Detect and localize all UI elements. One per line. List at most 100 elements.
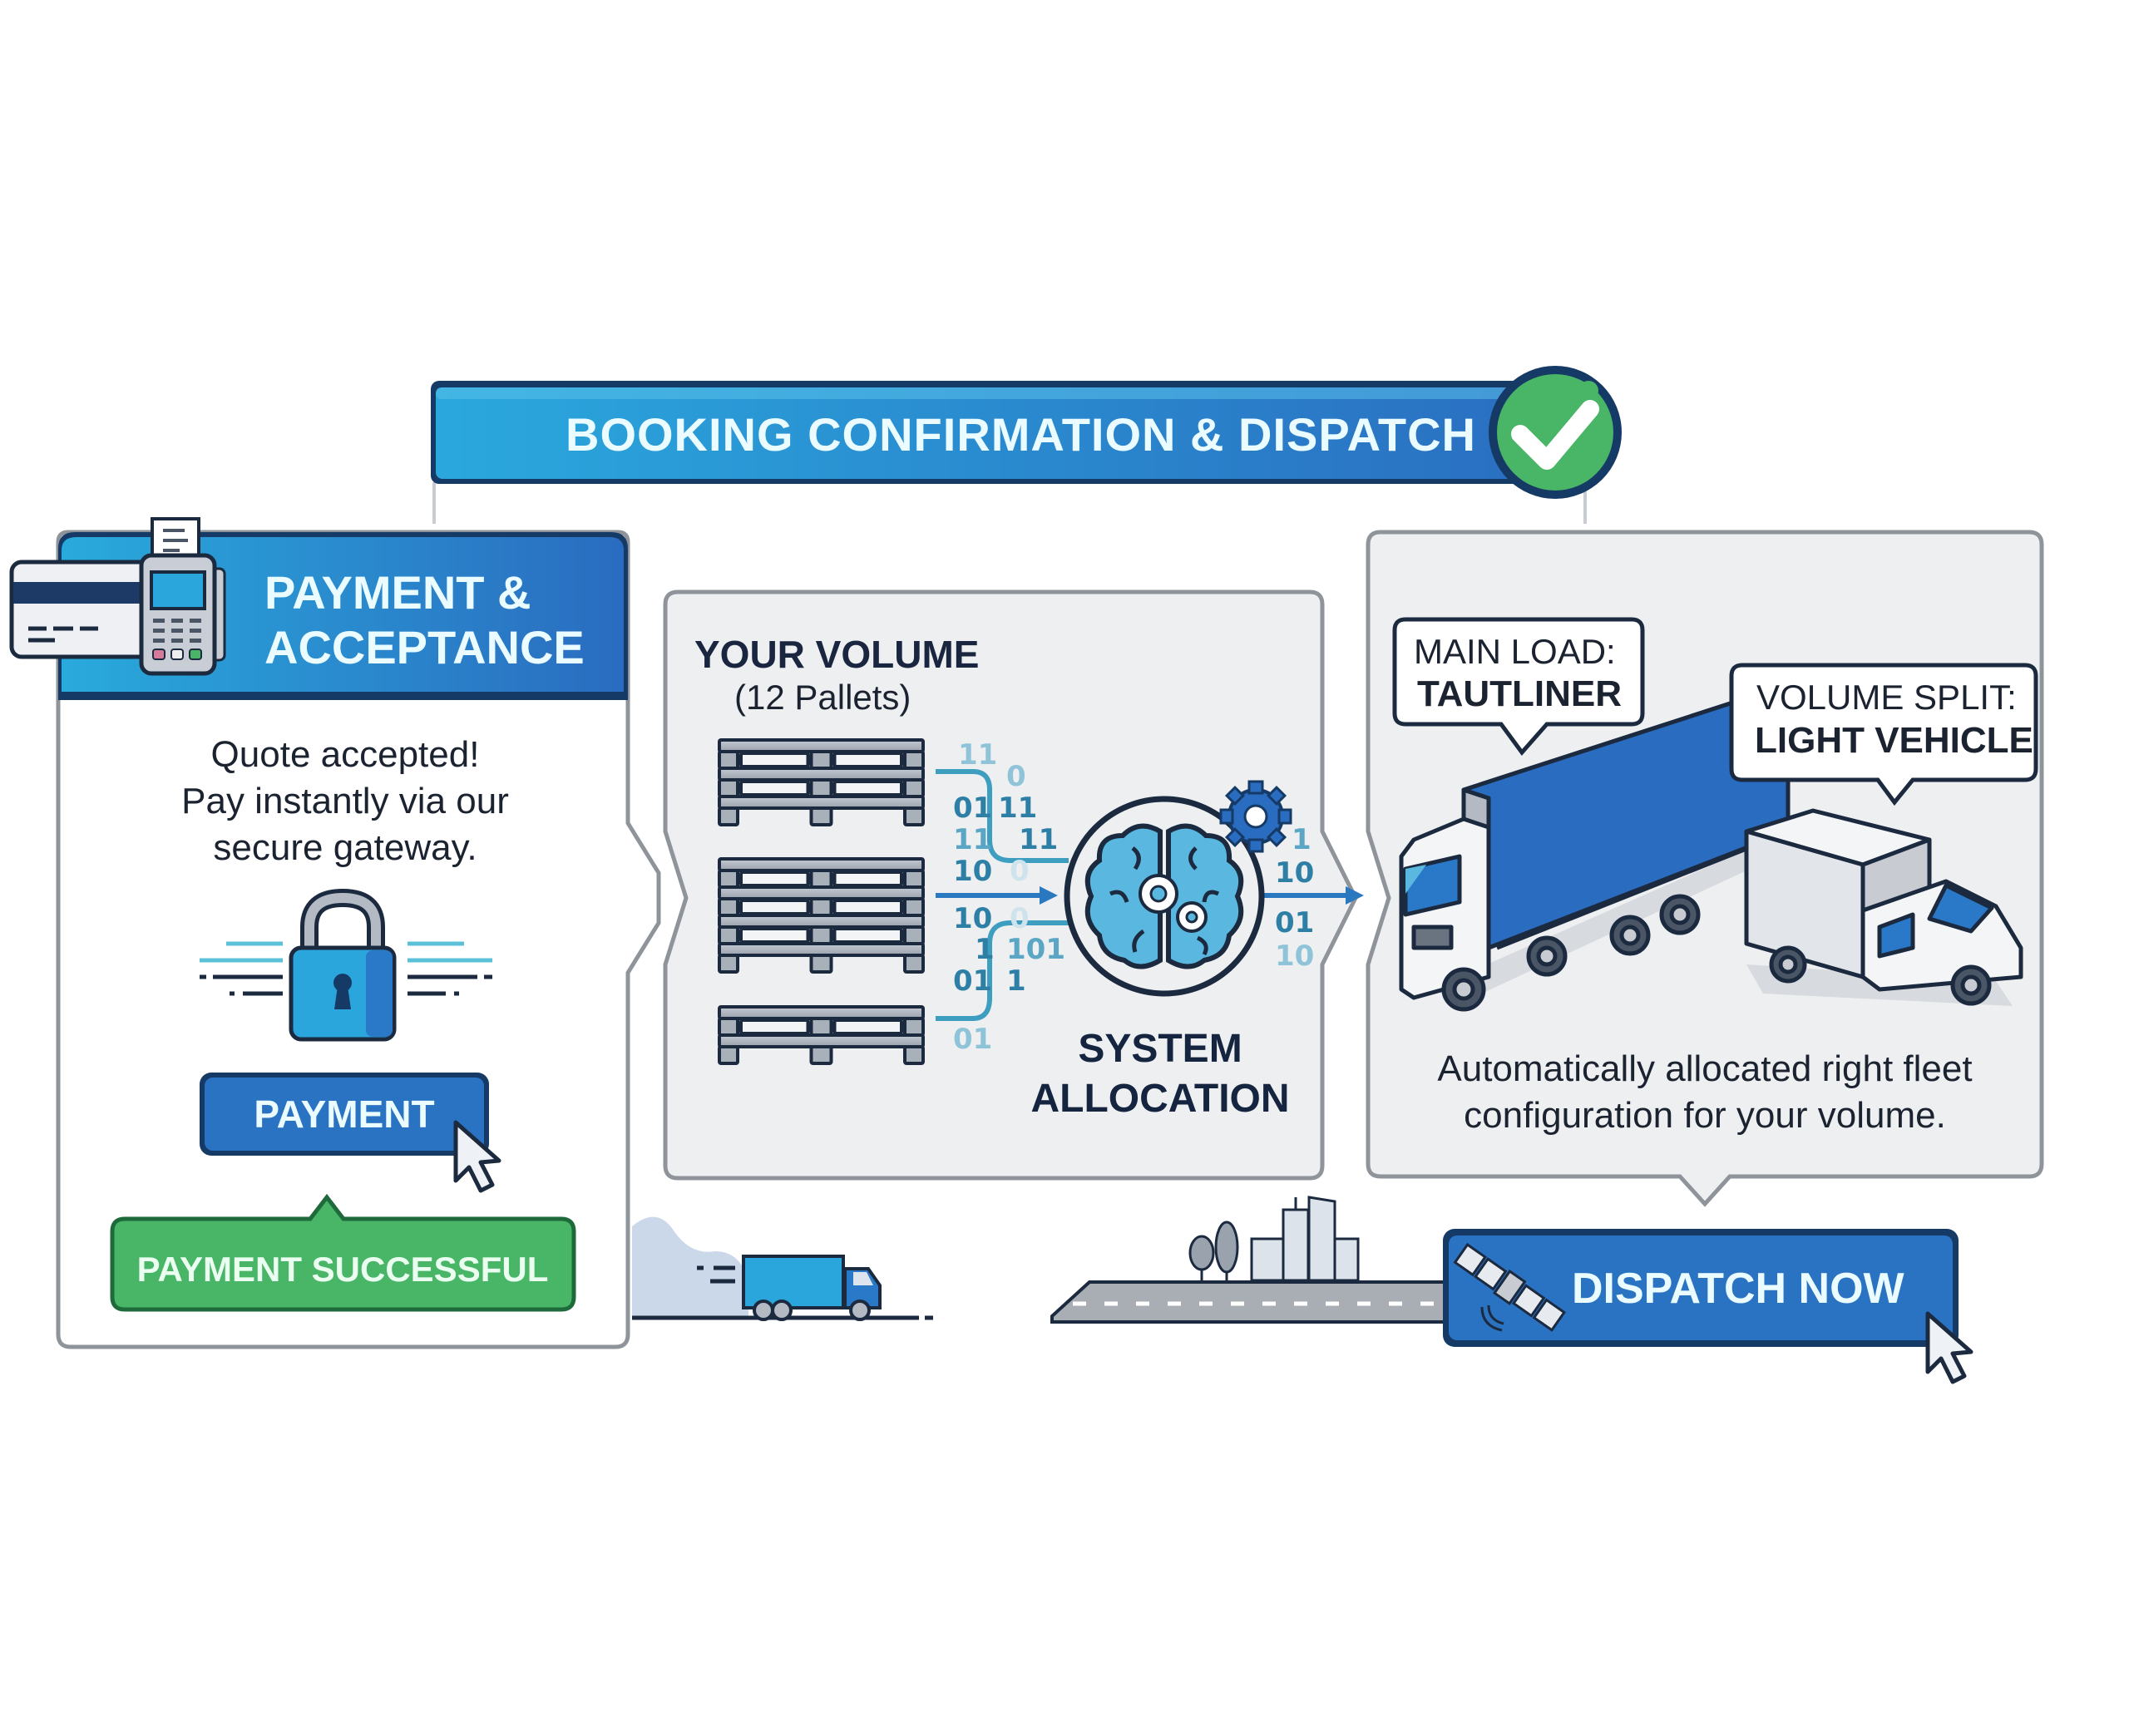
pallet-board [718, 1033, 925, 1048]
fleet-description-line1: Automatically allocated right fleet [1437, 1048, 1973, 1089]
padlock-icon [200, 888, 492, 1042]
pallet-board [739, 927, 810, 944]
pallet-board [718, 897, 739, 917]
pallet-board [718, 1045, 739, 1065]
main-load-label: MAIN LOAD: [1414, 632, 1616, 671]
fleet-description: Automatically allocated right fleet conf… [1381, 1046, 2029, 1139]
pallet-board [903, 897, 925, 917]
fleet-description-line2: configuration for your volume. [1464, 1095, 1946, 1136]
pallet-board [832, 870, 903, 887]
pallet-board [903, 778, 925, 798]
pallet-board [718, 885, 925, 900]
binary-digit: 1 [1006, 964, 1026, 998]
pallet-board [903, 806, 925, 826]
pallet-board [718, 1005, 925, 1020]
pallet-board [809, 869, 833, 889]
payment-title-line2: ACCEPTANCE [264, 621, 585, 673]
pallet-board [718, 954, 739, 974]
system-allocation-line1: SYSTEM [1078, 1027, 1242, 1071]
system-allocation-line2: ALLOCATION [1030, 1077, 1290, 1121]
binary-digit: 10 [1275, 940, 1315, 973]
main-load-value: TAUTLINER [1417, 673, 1623, 714]
pallet-board [718, 869, 739, 889]
binary-digit: 01 [953, 792, 993, 825]
pallet-board [903, 925, 925, 945]
pallet-board [718, 1017, 739, 1037]
page-title: BOOKING CONFIRMATION & DISPATCH [566, 408, 1476, 461]
pallet-board [832, 927, 903, 944]
pallet-board [718, 778, 739, 798]
binary-digit: 0 [1010, 855, 1030, 888]
pallet-board [832, 1018, 903, 1035]
pallet-board [718, 925, 739, 945]
dispatch-button-shape [1443, 1229, 1959, 1347]
pallet-board [739, 870, 810, 887]
pallet-board [739, 780, 810, 796]
binary-digit: 0 [1006, 760, 1026, 793]
callout-volume-split [1729, 663, 2038, 806]
pallet-board [739, 1018, 810, 1035]
pallet-board [718, 750, 739, 770]
pallet-board [718, 738, 925, 753]
volume-split-label: VOLUME SPLIT: [1756, 678, 2017, 717]
dispatch-now-button[interactable]: DISPATCH NOW [1572, 1265, 1904, 1313]
payment-button-shape [200, 1073, 489, 1156]
header-banner [431, 381, 1595, 484]
pallet-board [809, 1017, 833, 1037]
binary-digit: 01 [953, 964, 993, 998]
pallet-board [809, 954, 833, 974]
binary-digit: 11 [1019, 823, 1059, 856]
binary-digit: 10 [953, 902, 993, 935]
delivery-truck-icon [632, 1216, 933, 1321]
pallet-board [809, 778, 833, 798]
pallet-board [809, 925, 833, 945]
binary-digit: 10 [953, 855, 993, 888]
volume-subtitle: (12 Pallets) [734, 678, 911, 717]
callout-main-load [1392, 617, 1645, 756]
payment-message-line2: Pay instantly via our [181, 781, 509, 821]
pallet-stack-icon [718, 738, 925, 1065]
pallet-board [718, 914, 925, 929]
payment-successful-badge: PAYMENT SUCCESSFUL [136, 1250, 549, 1289]
binary-digit: 11 [998, 792, 1038, 825]
payment-button[interactable]: PAYMENT [254, 1092, 435, 1136]
brain-gears-icon [1064, 796, 1265, 997]
card-terminal-icon [9, 517, 226, 676]
pallet-board [903, 954, 925, 974]
pallet-board [809, 897, 833, 917]
binary-digit: 01 [953, 1023, 993, 1056]
pallet-board [739, 752, 810, 768]
cursor-icon [1925, 1311, 1973, 1384]
pallet-board [832, 780, 903, 796]
data-flow-lines [936, 769, 1364, 1021]
pallet-board [718, 795, 925, 810]
payment-message-line3: secure gateway. [213, 827, 477, 868]
binary-digit: 0 [1010, 902, 1030, 935]
binary-digit: 101 [1006, 933, 1065, 966]
payment-message: Quote accepted! Pay instantly via our se… [125, 732, 566, 871]
volume-title: YOUR VOLUME [694, 633, 980, 676]
binary-digit: 11 [953, 823, 993, 856]
success-badge-shape [110, 1193, 576, 1312]
payment-title-line1: PAYMENT & [264, 566, 531, 619]
pallet-board [903, 1045, 925, 1065]
check-circle-icon [1489, 366, 1622, 499]
city-skyline-icon [1188, 1196, 1360, 1282]
pallet-board [809, 806, 833, 826]
volume-split-value: LIGHT VEHICLE [1755, 720, 2033, 761]
pallet-board [809, 1045, 833, 1065]
road-icon [1050, 1280, 1453, 1324]
binary-digit: 11 [958, 738, 998, 772]
pallet-board [903, 1017, 925, 1037]
binary-digit: 1 [975, 933, 995, 966]
tautliner-truck-icon [1399, 688, 1813, 1012]
cursor-icon [453, 1120, 501, 1193]
pallet-board [718, 942, 925, 957]
binary-digit: 10 [1275, 856, 1315, 890]
pallet-board [832, 752, 903, 768]
pallet-board [739, 899, 810, 915]
pallet-board [718, 857, 925, 872]
pallet-board [718, 767, 925, 782]
pallet-board [809, 750, 833, 770]
